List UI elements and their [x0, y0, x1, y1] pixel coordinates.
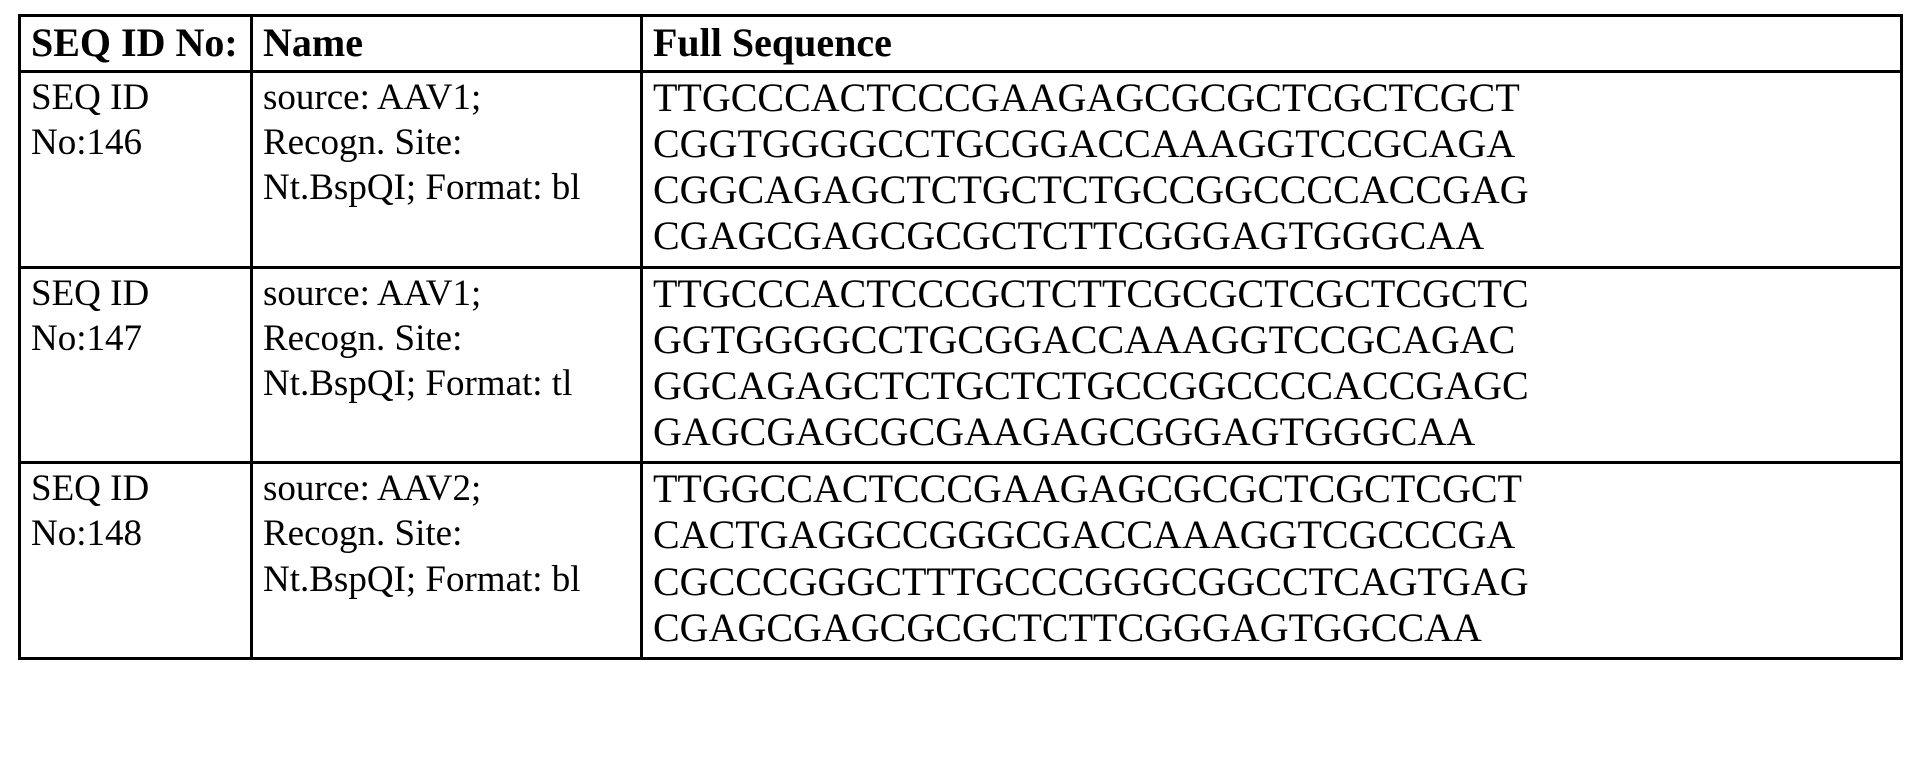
sequence-table: SEQ ID No: Name Full Sequence SEQ ID No:…: [18, 14, 1903, 661]
table-row: SEQ ID No:148 source: AAV2; Recogn. Site…: [18, 461, 1903, 661]
sequence-line: GGCAGAGCTCTGCTCTGCCGGCCCCACCGAGC: [653, 362, 1529, 408]
cell-name: source: AAV1; Recogn. Site: Nt.BspQI; Fo…: [250, 69, 643, 269]
table-body: SEQ ID No:146 source: AAV1; Recogn. Site…: [18, 69, 1903, 661]
table-row: SEQ ID No:147 source: AAV1; Recogn. Site…: [18, 265, 1903, 465]
seq-id-line: SEQ ID: [31, 76, 150, 118]
sequence-line: CACTGAGGCCGGGCGACCAAAGGTCGCCCGA: [653, 512, 1516, 558]
sequence-line: GAGCGAGCGCGAAGAGCGGGAGTGGGCAA: [653, 409, 1476, 455]
sequence-line: CGAGCGAGCGCGCTCTTCGGGAGTGGCCAA: [653, 604, 1482, 650]
column-header-full-sequence: Full Sequence: [640, 14, 1903, 73]
column-header-name: Name: [250, 14, 643, 73]
sequence-line: TTGCCCACTCCCGAAGAGCGCGCTCGCTCGCT: [653, 74, 1520, 120]
cell-full-sequence: TTGCCCACTCCCGAAGAGCGCGCTCGCTCGCT CGGTGGG…: [640, 69, 1903, 269]
cell-seq-id: SEQ ID No:147: [18, 265, 253, 465]
header-row: SEQ ID No: Name Full Sequence: [18, 14, 1903, 73]
sequence-line: TTGCCCACTCCCGCTCTTCGCGCTCGCTCGCTC: [653, 270, 1529, 316]
name-line: Nt.BspQI; Format: tl: [263, 362, 573, 404]
sequence-line: TTGGCCACTCCCGAAGAGCGCGCTCGCTCGCT: [653, 466, 1522, 512]
name-line: Nt.BspQI; Format: bl: [263, 558, 581, 600]
cell-full-sequence: TTGCCCACTCCCGCTCTTCGCGCTCGCTCGCTC GGTGGG…: [640, 265, 1903, 465]
name-line: Recogn. Site:: [263, 121, 463, 163]
name-line: source: AAV1;: [263, 272, 482, 314]
cell-name: source: AAV1; Recogn. Site: Nt.BspQI; Fo…: [250, 265, 643, 465]
cell-full-sequence: TTGGCCACTCCCGAAGAGCGCGCTCGCTCGCT CACTGAG…: [640, 461, 1903, 661]
name-line: source: AAV1;: [263, 76, 482, 118]
table-header: SEQ ID No: Name Full Sequence: [18, 14, 1903, 73]
seq-id-line: No:148: [31, 513, 142, 555]
seq-id-line: SEQ ID: [31, 272, 150, 314]
cell-name: source: AAV2; Recogn. Site: Nt.BspQI; Fo…: [250, 461, 643, 661]
cell-seq-id: SEQ ID No:146: [18, 69, 253, 269]
cell-seq-id: SEQ ID No:148: [18, 461, 253, 661]
name-line: source: AAV2;: [263, 468, 482, 510]
sequence-line: GGTGGGGCCTGCGGACCAAAGGTCCGCAGAC: [653, 316, 1516, 362]
sequence-line: CGGTGGGGCCTGCGGACCAAAGGTCCGCAGA: [653, 120, 1516, 166]
sequence-line: CGAGCGAGCGCGCTCTTCGGGAGTGGGCAA: [653, 213, 1485, 259]
seq-id-line: No:146: [31, 121, 142, 163]
name-line: Recogn. Site:: [263, 317, 463, 359]
seq-id-line: No:147: [31, 317, 142, 359]
table-row: SEQ ID No:146 source: AAV1; Recogn. Site…: [18, 69, 1903, 269]
name-line: Recogn. Site:: [263, 513, 463, 555]
sequence-line: CGCCCGGGCTTTGCCCGGGCGGCCTCAGTGAG: [653, 558, 1529, 604]
sequence-line: CGGCAGAGCTCTGCTCTGCCGGCCCCACCGAG: [653, 167, 1529, 213]
column-header-seq-id: SEQ ID No:: [18, 14, 253, 73]
seq-id-line: SEQ ID: [31, 468, 150, 510]
name-line: Nt.BspQI; Format: bl: [263, 167, 581, 209]
